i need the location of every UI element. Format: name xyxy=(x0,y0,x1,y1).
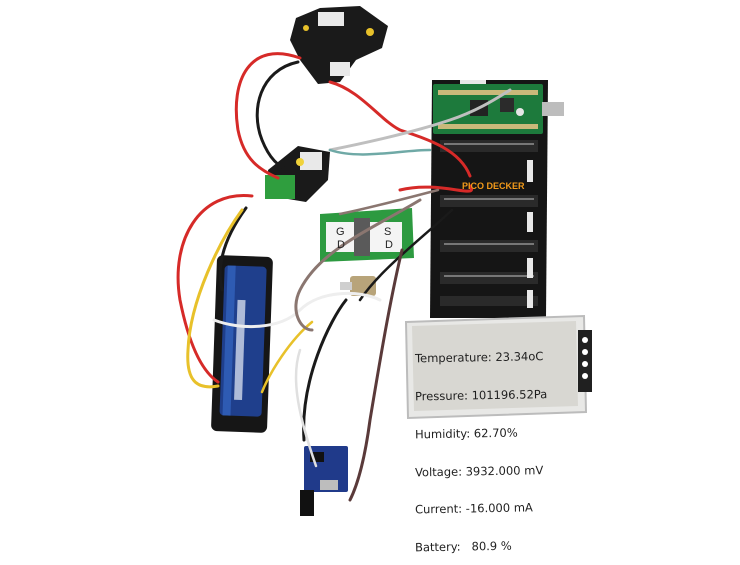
mosfet-label-d2: D xyxy=(385,239,393,251)
photo-svg xyxy=(0,0,740,529)
epaper-humidity: Humidity: 62.70% xyxy=(414,425,518,442)
epaper-temperature: Temperature: 23.34oC xyxy=(414,349,544,366)
epaper-readings: Temperature: 23.34oC Pressure: 101196.52… xyxy=(415,326,575,565)
epaper-battery: Battery: 80.9 % xyxy=(414,538,512,555)
epaper-voltage: Voltage: 3932.000 mV xyxy=(414,462,544,479)
usb-port-icon xyxy=(320,480,338,490)
pushbutton-icon xyxy=(582,337,588,379)
background xyxy=(0,0,740,529)
raspberry-pi-pico xyxy=(433,84,564,134)
pico-decker-label: PICO DECKER xyxy=(462,181,525,191)
current-sensor-board xyxy=(265,146,330,202)
mini-motor xyxy=(340,276,376,296)
charger-module xyxy=(300,446,348,516)
usb-port-icon xyxy=(542,102,564,116)
battery-holder xyxy=(211,255,273,433)
mosfet-label-d1: D xyxy=(337,239,345,251)
epaper-pressure: Pressure: 101196.52Pa xyxy=(414,387,548,404)
epaper-current: Current: -16.000 mA xyxy=(414,500,533,517)
epaper-display xyxy=(404,314,592,420)
terminal-block-icon xyxy=(265,175,295,199)
wires xyxy=(176,52,512,502)
mosfet-label-s: S xyxy=(384,226,392,238)
sensor-breakout xyxy=(290,6,388,84)
mosfet-label-g: G xyxy=(336,226,345,238)
pico-decker-board xyxy=(430,80,548,318)
